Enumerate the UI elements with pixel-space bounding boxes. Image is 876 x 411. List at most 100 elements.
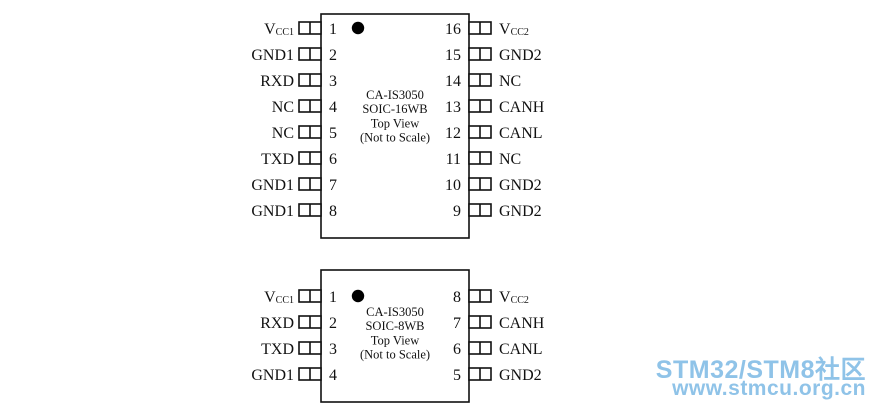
pin-label-main: NC <box>272 99 294 116</box>
pin-9: 9 GND2 <box>453 203 542 220</box>
pin-label-main: TXD <box>261 341 294 358</box>
chip-caption-line: (Not to Scale) <box>360 348 430 362</box>
pin-number: 15 <box>445 47 461 64</box>
pin-label: NC <box>499 73 521 90</box>
pin-1: 1 VCC1 <box>264 289 337 306</box>
pin-2: 2 RXD <box>260 315 337 332</box>
pin-label-main: GND2 <box>499 367 542 384</box>
pin-number: 6 <box>453 341 461 358</box>
chip-caption-line: Top View <box>371 333 420 347</box>
pin-8: 8 GND1 <box>251 203 337 220</box>
pin-label: GND2 <box>499 203 542 220</box>
pin-label: NC <box>499 151 521 168</box>
pin-label: NC <box>272 99 294 116</box>
pin-label-main: V <box>499 289 511 306</box>
pin-7: 7 GND1 <box>251 177 337 194</box>
pin-number: 14 <box>445 73 461 90</box>
pin-label-main: GND1 <box>251 203 294 220</box>
pin-number: 7 <box>329 177 337 194</box>
pin-label-main: GND2 <box>499 203 542 220</box>
pin-label: GND1 <box>251 203 294 220</box>
chip-caption-line: SOIC-16WB <box>362 102 427 116</box>
pin-12: 12 CANL <box>445 125 543 142</box>
chip-body <box>320 269 470 403</box>
chip-caption-line: Top View <box>371 116 420 130</box>
pin-label: CANL <box>499 125 543 142</box>
pin-number: 2 <box>329 47 337 64</box>
pin-number: 5 <box>453 367 461 384</box>
pin-number: 2 <box>329 315 337 332</box>
pin-label: CANL <box>499 341 543 358</box>
chip-caption-line: CA-IS3050 <box>366 88 424 102</box>
pin-label: CANH <box>499 315 545 332</box>
pin-number: 3 <box>329 341 337 358</box>
pin-label-main: V <box>499 21 511 38</box>
chip-caption-line: CA-IS3050 <box>366 305 424 319</box>
pin-label: RXD <box>260 315 294 332</box>
pin-1: 1 VCC1 <box>264 21 337 38</box>
watermark-url: www.stmcu.org.cn <box>672 377 866 400</box>
pin-number: 10 <box>445 177 461 194</box>
pin-label-main: NC <box>499 151 521 168</box>
pin-label: VCC1 <box>264 289 294 306</box>
pin-label-main: CANH <box>499 99 545 116</box>
pin-8: 8 VCC2 <box>453 289 529 306</box>
pin-number: 7 <box>453 315 461 332</box>
pin-label-main: GND1 <box>251 47 294 64</box>
pin-label: GND1 <box>251 47 294 64</box>
pin-number: 9 <box>453 203 461 220</box>
pin-label: GND2 <box>499 177 542 194</box>
pin-label: TXD <box>261 341 294 358</box>
pin-number: 6 <box>329 151 337 168</box>
pin-label-main: CANL <box>499 125 543 142</box>
pin-number: 1 <box>329 21 337 38</box>
pin1-marker-dot <box>351 21 365 35</box>
pin-3: 3 RXD <box>260 73 337 90</box>
pin-number: 8 <box>329 203 337 220</box>
pin-label: VCC1 <box>264 21 294 38</box>
pin-label-main: GND2 <box>499 177 542 194</box>
pin-label: CANH <box>499 99 545 116</box>
pin-number: 4 <box>329 367 337 384</box>
pin-label-subscript: CC1 <box>276 27 294 38</box>
pin-4: 4 NC <box>272 99 337 116</box>
pin-number: 5 <box>329 125 337 142</box>
watermark-title: STM32/STM8社区 <box>655 356 866 384</box>
pin-number: 12 <box>445 125 461 142</box>
pin-label: RXD <box>260 73 294 90</box>
pin-number: 13 <box>445 99 461 116</box>
pin-2: 2 GND1 <box>251 47 337 64</box>
pin-label-main: NC <box>499 73 521 90</box>
pin-label-main: RXD <box>260 315 294 332</box>
pin-label: GND1 <box>251 177 294 194</box>
pin-6: 6 TXD <box>261 151 337 168</box>
pin-label-subscript: CC1 <box>276 295 294 306</box>
pin-10: 10 GND2 <box>445 177 542 194</box>
pin-number: 8 <box>453 289 461 306</box>
pin-4: 4 GND1 <box>251 367 337 384</box>
pin-label-subscript: CC2 <box>511 27 529 38</box>
pin-label-main: CANL <box>499 341 543 358</box>
pin-label: GND1 <box>251 367 294 384</box>
pin-label-main: V <box>264 289 276 306</box>
pin-number: 4 <box>329 99 337 116</box>
chip-body <box>320 13 470 239</box>
pin-label: GND2 <box>499 367 542 384</box>
pin-label-main: CANH <box>499 315 545 332</box>
pin-label-main: GND1 <box>251 367 294 384</box>
pin-label: VCC2 <box>499 21 529 38</box>
pin-label-main: TXD <box>261 151 294 168</box>
pin-label-main: V <box>264 21 276 38</box>
pin1-marker-dot <box>351 289 365 303</box>
pin-label-subscript: CC2 <box>511 295 529 306</box>
pin-number: 3 <box>329 73 337 90</box>
pin-label-main: GND1 <box>251 177 294 194</box>
pin-number: 1 <box>329 289 337 306</box>
pin-5: 5NC <box>272 125 337 142</box>
pin-label: TXD <box>261 151 294 168</box>
